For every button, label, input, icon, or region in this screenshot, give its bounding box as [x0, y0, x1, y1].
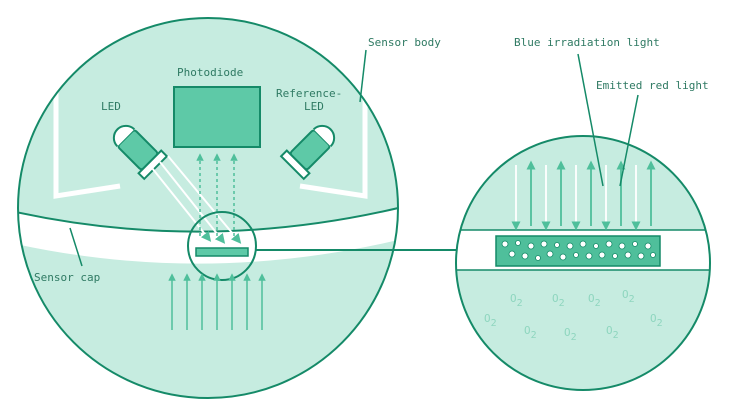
emitted-red-light-label: Emitted red light	[596, 79, 709, 92]
sensor-cap-leader	[69, 227, 83, 267]
photodiode	[173, 86, 261, 148]
emitted-red-light-arrows	[526, 160, 656, 226]
oxygen-label: O2	[650, 312, 663, 329]
oxygen-label: O2	[510, 292, 523, 309]
zoom-circle-outline	[455, 135, 711, 391]
oxygen-label: O2	[564, 326, 577, 343]
reference-led-label-line2: LED	[304, 100, 324, 113]
reference-led-label: Reference-	[276, 87, 342, 100]
photodiode-light-arrows	[196, 153, 238, 236]
oxygen-label: O2	[484, 312, 497, 329]
leader-lines	[69, 49, 639, 267]
led-light-beams	[151, 155, 242, 244]
sensing-layer-zoom-view: O2 O2 O2 O2 O2 O2 O2 O2 O2	[455, 135, 711, 391]
led-component	[112, 124, 169, 181]
sensor-circle	[18, 18, 398, 398]
oxygen-label: O2	[552, 292, 565, 309]
sensor-cap-label: Sensor cap	[34, 271, 100, 284]
sensor-circle-outline	[17, 17, 399, 399]
oxygen-label: O2	[524, 324, 537, 341]
luminophore-layer	[495, 235, 661, 267]
sensor-body-leader	[359, 49, 367, 103]
oxygen-label: O2	[606, 324, 619, 341]
blue-irradiation-light-label: Blue irradiation light	[514, 36, 660, 49]
sensing-layer-spot	[195, 247, 249, 257]
photodiode-label: Photodiode	[177, 66, 243, 79]
sensor-body-label: Sensor body	[368, 36, 441, 49]
oxygen-label: O2	[622, 288, 635, 305]
sensor-magnified-view	[17, 17, 399, 399]
oxygen-inflow-arrows	[168, 273, 266, 330]
blue-irradiation-arrows	[511, 165, 641, 231]
led-label: LED	[101, 100, 121, 113]
red-light-leader	[619, 94, 639, 187]
blue-light-leader	[577, 53, 604, 187]
reference-led-component	[279, 124, 336, 181]
zoom-spot-circle	[187, 211, 257, 281]
oxygen-molecules: O2 O2 O2 O2 O2 O2 O2 O2 O2	[484, 288, 663, 343]
luminophore-dots	[501, 240, 656, 261]
oxygen-label: O2	[588, 292, 601, 309]
